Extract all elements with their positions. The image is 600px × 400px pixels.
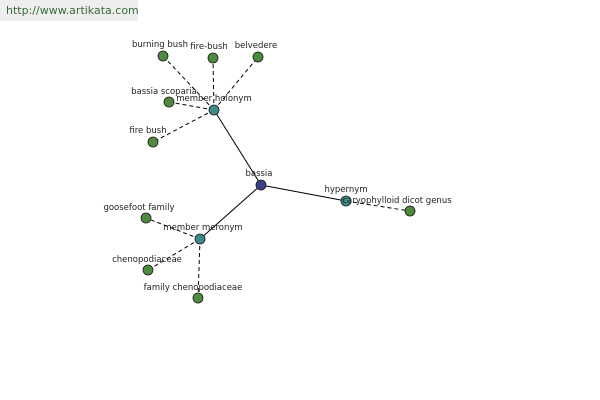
watermark-url[interactable]: http://www.artikata.com <box>0 0 139 21</box>
label-member-meronym[interactable]: member meronym <box>163 223 242 233</box>
label-goosefoot-family[interactable]: goosefoot family <box>103 203 174 213</box>
node-fire-bush-hyphen[interactable] <box>207 52 219 64</box>
label-chenopodiaceae[interactable]: chenopodiaceae <box>112 255 182 265</box>
labels-layer: bassia member holonym member meronym hypern… <box>103 40 452 293</box>
node-caryophylloid-dicot-genus[interactable] <box>404 205 416 217</box>
label-belvedere[interactable]: belvedere <box>235 41 277 51</box>
label-caryophylloid-dicot-genus[interactable]: caryophylloid dicot genus <box>342 196 452 206</box>
label-hypernym[interactable]: hypernym <box>324 185 367 195</box>
edge-member-meronym-to-goosefoot-family <box>145 217 201 240</box>
edge-member-holonym-to-bassia-scoparia <box>168 101 215 111</box>
node-belvedere[interactable] <box>252 51 264 63</box>
edge-member-meronym-to-family-chenopodiaceae <box>197 238 201 299</box>
node-burning-bush[interactable] <box>157 50 169 62</box>
edge-bassia-to-member-meronym <box>199 184 262 240</box>
label-family-chenopodiaceae[interactable]: family chenopodiaceae <box>144 283 243 293</box>
label-bassia[interactable]: bassia <box>245 169 272 179</box>
edge-member-holonym-to-fire-bush-hyphen <box>212 57 215 111</box>
label-member-holonym[interactable]: member holonym <box>176 94 251 104</box>
edge-hypernym-to-caryophylloid-dicot-genus <box>345 200 411 212</box>
node-member-meronym[interactable] <box>194 233 206 245</box>
node-hypernym[interactable] <box>340 195 352 207</box>
label-burning-bush[interactable]: burning bush <box>132 40 188 50</box>
edge-member-holonym-to-belvedere <box>213 56 259 111</box>
node-family-chenopodiaceae[interactable] <box>192 292 204 304</box>
node-member-holonym[interactable] <box>208 104 220 116</box>
edge-bassia-to-member-holonym <box>213 109 262 186</box>
edges-layer <box>145 55 411 299</box>
label-fire-bush-hyphen[interactable]: fire-bush <box>190 42 228 52</box>
node-fire-bush[interactable] <box>147 136 159 148</box>
node-chenopodiaceae[interactable] <box>142 264 154 276</box>
edge-bassia-to-hypernym <box>260 184 347 202</box>
edge-member-meronym-to-chenopodiaceae <box>147 238 201 271</box>
edge-member-holonym-to-fire-bush <box>152 109 215 143</box>
label-fire-bush[interactable]: fire bush <box>129 126 166 136</box>
node-bassia[interactable] <box>255 179 267 191</box>
node-goosefoot-family[interactable] <box>140 212 152 224</box>
edge-member-holonym-to-burning-bush <box>162 55 215 111</box>
node-bassia-scoparia[interactable] <box>163 96 175 108</box>
label-bassia-scoparia[interactable]: bassia scoparia <box>131 87 197 97</box>
nodes-layer <box>140 50 416 304</box>
